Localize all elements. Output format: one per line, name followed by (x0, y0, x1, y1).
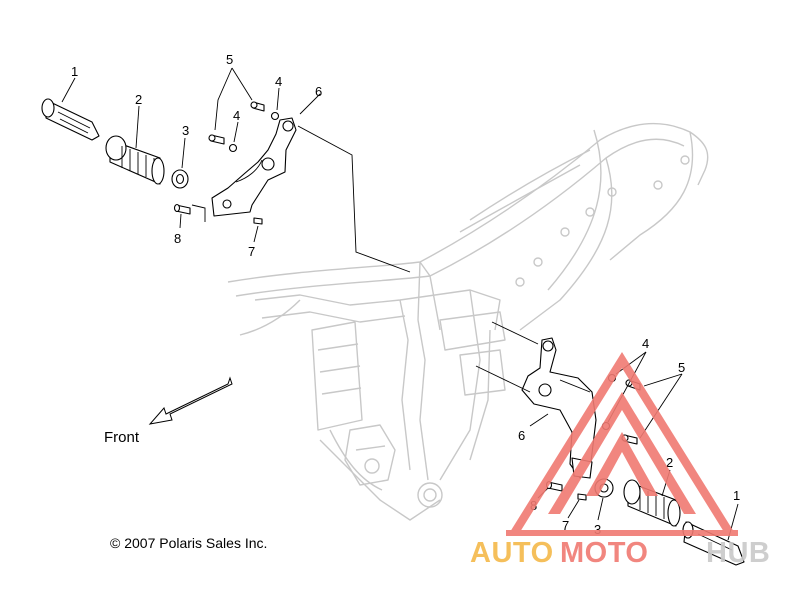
part-4-washers-top (228, 111, 280, 153)
front-arrow (148, 376, 233, 425)
part-2-footpeg-rubber-top (105, 135, 165, 185)
callout-bottom-1: 1 (733, 488, 740, 503)
part-6-bracket-top (211, 117, 297, 217)
callout-top-5: 5 (226, 52, 233, 67)
part-7-screw-bottom (577, 493, 587, 501)
callout-top-4b: 4 (233, 108, 240, 123)
callout-bottom-2: 2 (666, 455, 673, 470)
part-8-pin-top (173, 203, 191, 215)
callout-bottom-7: 7 (562, 518, 569, 533)
callout-top-7: 7 (248, 244, 255, 259)
callout-top-4a: 4 (275, 74, 282, 89)
callout-top-1: 1 (71, 64, 78, 79)
part-2-footpeg-rubber-bottom (623, 479, 681, 527)
automotohub-watermark: AUTO MOTO HUB (470, 352, 770, 569)
copyright-notice: © 2007 Polaris Sales Inc. (110, 535, 267, 551)
front-label: Front (104, 429, 140, 446)
callout-bottom-4: 4 (642, 336, 649, 351)
watermark-moto: MOTO (560, 537, 648, 569)
callout-bottom-3: 3 (594, 522, 601, 537)
part-7-screw-top (253, 217, 263, 225)
part-5-bolts-top (208, 101, 265, 145)
part-3-washer-top (171, 169, 189, 189)
callout-top-3: 3 (182, 123, 189, 138)
watermark-hub: HUB (706, 537, 770, 569)
upper-footpeg-assembly (41, 67, 411, 273)
watermark-auto: AUTO (470, 537, 554, 569)
watermark-triangle-logo (506, 352, 738, 536)
motorcycle-frame (227, 122, 709, 521)
callout-top-6: 6 (315, 84, 322, 99)
callout-bottom-6: 6 (518, 428, 525, 443)
callout-bottom-5: 5 (678, 360, 685, 375)
callout-top-2: 2 (135, 92, 142, 107)
callout-top-8: 8 (174, 231, 181, 246)
part-1-pin-top (41, 98, 100, 141)
